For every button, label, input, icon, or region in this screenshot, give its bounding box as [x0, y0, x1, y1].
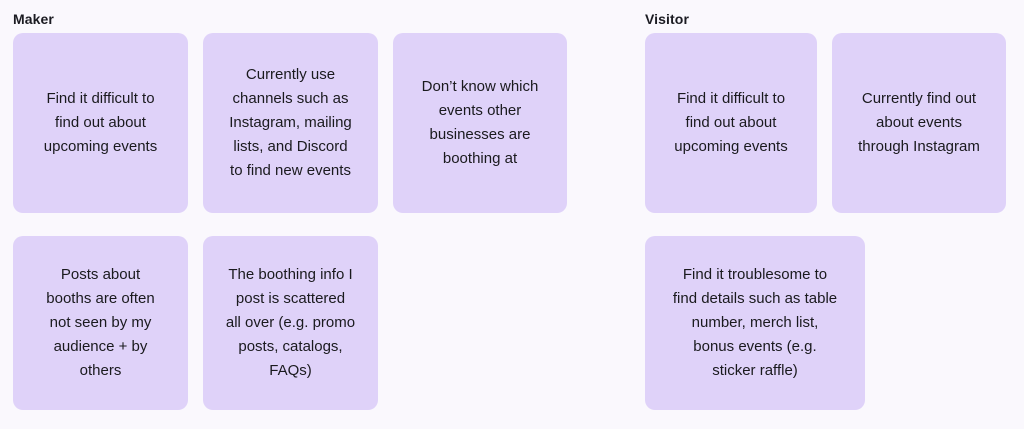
group-title-visitor: Visitor [645, 11, 690, 27]
sticky-note-text: Currently find out about events through … [858, 90, 980, 155]
sticky-note-visitor-2[interactable]: Currently find out about events through … [832, 33, 1006, 213]
maker-row-top: Find it difficult to find out about upco… [13, 33, 567, 213]
sticky-note-maker-5[interactable]: The boothing info I post is scattered al… [203, 236, 378, 410]
maker-row-bottom: Posts about booths are often not seen by… [13, 236, 378, 410]
sticky-note-maker-4[interactable]: Posts about booths are often not seen by… [13, 236, 188, 410]
sticky-note-visitor-1[interactable]: Find it difficult to find out about upco… [645, 33, 817, 213]
group-visitor: Visitor Find it difficult to find out ab… [645, 0, 1009, 429]
visitor-row-bottom: Find it troublesome to find details such… [645, 236, 865, 410]
sticky-note-text: Posts about booths are often not seen by… [46, 266, 155, 379]
visitor-row-top: Find it difficult to find out about upco… [645, 33, 1006, 213]
sticky-note-maker-2[interactable]: Currently use channels such as Instagram… [203, 33, 378, 213]
sticky-note-maker-1[interactable]: Find it difficult to find out about upco… [13, 33, 188, 213]
sticky-note-visitor-3[interactable]: Find it troublesome to find details such… [645, 236, 865, 410]
sticky-note-text: Currently use channels such as Instagram… [229, 66, 352, 179]
sticky-note-text: Find it troublesome to find details such… [672, 266, 838, 379]
group-maker: Maker Find it difficult to find out abou… [13, 0, 569, 429]
sticky-note-text: Find it difficult to find out about upco… [43, 90, 158, 155]
group-title-maker: Maker [13, 11, 54, 27]
sticky-note-text: Don’t know which events other businesses… [421, 78, 539, 167]
sticky-note-text: The boothing info I post is scattered al… [225, 266, 356, 379]
sticky-note-maker-3[interactable]: Don’t know which events other businesses… [393, 33, 567, 213]
sticky-note-text: Find it difficult to find out about upco… [674, 90, 788, 155]
